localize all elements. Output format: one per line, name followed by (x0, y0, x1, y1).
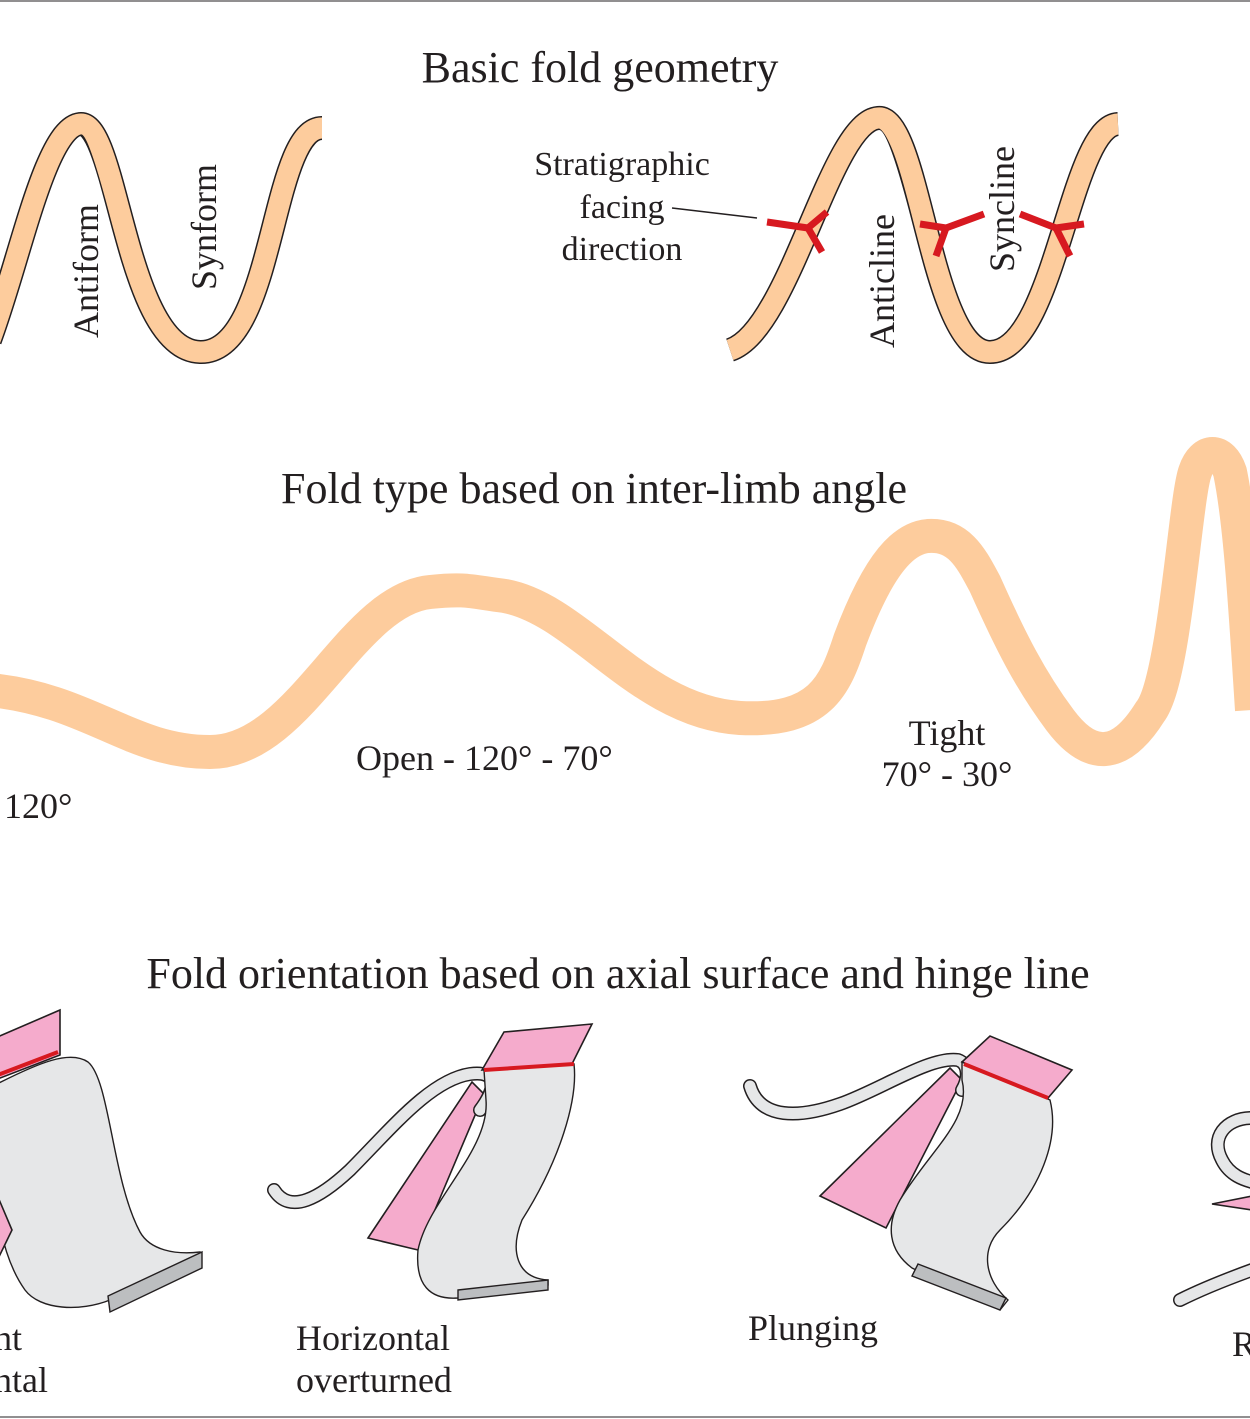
antiform-synform-fold (0, 112, 325, 365)
anticline-label: Anticline (862, 214, 902, 348)
basic-fold-geometry-title: Basic fold geometry (422, 43, 779, 92)
facing-symbol-3 (1018, 210, 1085, 258)
overturned-fold-edge (457, 1279, 549, 1301)
antiform-synform-fill (0, 113, 325, 363)
recumbent-fold: R (1173, 1111, 1250, 1364)
interlimb-fold-band (0, 437, 1250, 770)
syncline-label: Syncline (982, 146, 1022, 272)
antiform-label: Antiform (66, 204, 106, 338)
upright-hinge-line (0, 1050, 59, 1077)
facing-symbol-2 (919, 210, 986, 258)
plunging-fold-edge (911, 1263, 1007, 1311)
tight-fold-label-line-1: Tight (909, 713, 986, 753)
interlimb-angle-title: Fold type based on inter-limb angle (281, 464, 907, 513)
plunging-fold: Plunging (743, 1035, 1074, 1348)
overturned-hinge-plane (480, 1023, 594, 1071)
basic-fold-geometry-section: Basic fold geometry Antiform Synform Str… (0, 43, 1122, 365)
upright-fold-surface (0, 1056, 201, 1309)
orientation-title: Fold orientation based on axial surface … (146, 949, 1089, 998)
facing-leader-line (671, 207, 758, 219)
open-fold-label: Open - 120° - 70° (356, 738, 613, 778)
recumbent-upper-limb (1212, 1112, 1250, 1188)
orientation-section: Fold orientation based on axial surface … (0, 949, 1250, 1400)
recumbent-label-partial: R (1232, 1324, 1250, 1364)
horizontal-overturned-label-line-1: Horizontal (296, 1318, 450, 1358)
plunging-label: Plunging (748, 1308, 878, 1348)
overturned-hinge-line (483, 1062, 575, 1072)
recumbent-axial-surface (1211, 1195, 1250, 1211)
upright-axial-surface-lower (0, 1199, 13, 1257)
upright-fold-edge (107, 1250, 203, 1314)
plunging-hinge-line (963, 1062, 1049, 1100)
facing-label-line-3: direction (562, 231, 683, 268)
interlimb-angle-section: Fold type based on inter-limb angle 120°… (0, 437, 1250, 826)
upright-label-line-2: ntal (0, 1360, 48, 1400)
upright-axial-surface (0, 1008, 61, 1079)
facing-symbol-1 (766, 209, 830, 254)
facing-label-line-1: Stratigraphic (534, 146, 710, 183)
upright-horizontal-fold: ht ntal (0, 1008, 203, 1400)
synform-label: Synform (184, 164, 224, 290)
tight-fold-label-line-2: 70° - 30° (882, 754, 1013, 794)
horizontal-overturned-label-line-2: overturned (296, 1360, 452, 1400)
facing-label-line-2: facing (580, 189, 665, 226)
gentle-angle-label: 120° (4, 786, 72, 826)
recumbent-lower-limb (1174, 1264, 1250, 1306)
horizontal-overturned-fold: Horizontal overturned (267, 1023, 594, 1400)
upright-label-line-1: ht (0, 1318, 22, 1358)
plunging-fold-surface (890, 1060, 1054, 1311)
